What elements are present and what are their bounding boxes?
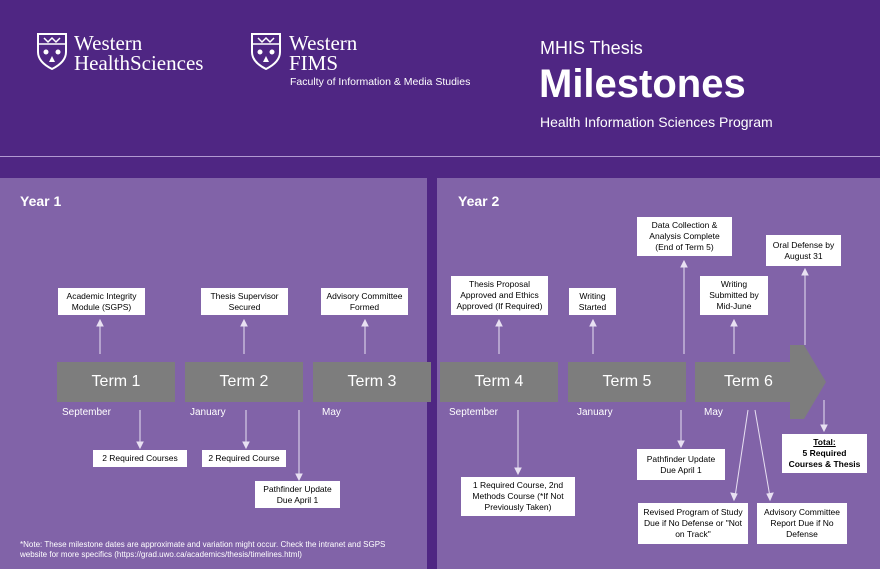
timeline-arrowhead (790, 345, 826, 419)
milestone-supervisor-secured: Thesis Supervisor Secured (201, 288, 288, 315)
whs-logo-line1: Western (74, 31, 143, 55)
month-term-4: September (449, 407, 498, 418)
milestone-academic-integrity: Academic Integrity Module (SGPS) (58, 288, 145, 315)
header (0, 0, 880, 156)
milestone-revised-program: Revised Program of Study Due if No Defen… (638, 503, 748, 544)
term-6: Term 6 (695, 362, 791, 402)
milestone-required-courses-t2: 2 Required Course (202, 450, 286, 467)
milestone-committee-formed: Advisory Committee Formed (321, 288, 408, 315)
page-title: Milestones (539, 62, 746, 106)
month-term-3: May (322, 407, 341, 418)
program-name: Health Information Sciences Program (540, 114, 773, 130)
milestone-pathfinder-y1: Pathfinder Update Due April 1 (255, 481, 340, 508)
month-term-5: January (577, 407, 613, 418)
term-5: Term 5 (568, 362, 686, 402)
term-3: Term 3 (313, 362, 431, 402)
header-divider (0, 156, 880, 157)
western-crest-icon (37, 33, 67, 70)
term-2: Term 2 (185, 362, 303, 402)
milestone-committee-report: Advisory Committee Report Due if No Defe… (757, 503, 847, 544)
year2-label: Year 2 (458, 193, 500, 209)
month-term-2: January (190, 407, 226, 418)
milestone-writing-submitted: Writing Submitted by Mid-June (700, 276, 768, 315)
milestone-oral-defense: Oral Defense by August 31 (766, 235, 841, 266)
fims-logo-line2: FIMS (289, 51, 339, 75)
milestone-required-courses-t1: 2 Required Courses (93, 450, 187, 467)
page-subtitle: MHIS Thesis (540, 38, 643, 58)
whs-logo-line2: HealthSciences (74, 51, 204, 75)
month-term-6: May (704, 407, 723, 418)
term-1: Term 1 (57, 362, 175, 402)
milestone-writing-started: Writing Started (569, 288, 616, 315)
milestone-total: Total: 5 Required Courses & Thesis (782, 434, 867, 473)
total-text: 5 Required Courses & Thesis (788, 448, 861, 469)
total-label: Total: (813, 437, 836, 447)
term-4: Term 4 (440, 362, 558, 402)
milestone-methods-course: 1 Required Course, 2nd Methods Course (*… (461, 477, 575, 516)
fims-logo-line1: Western (289, 31, 358, 55)
milestone-proposal-approved: Thesis Proposal Approved and Ethics Appr… (451, 276, 548, 315)
fims-crest-icon (251, 33, 281, 70)
month-term-1: September (62, 407, 111, 418)
footnote: *Note: These milestone dates are approxi… (20, 540, 386, 559)
fims-logo-subtitle: Faculty of Information & Media Studies (290, 76, 471, 88)
milestone-data-collection: Data Collection & Analysis Complete (End… (637, 217, 732, 256)
year1-label: Year 1 (20, 193, 62, 209)
milestone-pathfinder-y2: Pathfinder Update Due April 1 (637, 449, 725, 480)
